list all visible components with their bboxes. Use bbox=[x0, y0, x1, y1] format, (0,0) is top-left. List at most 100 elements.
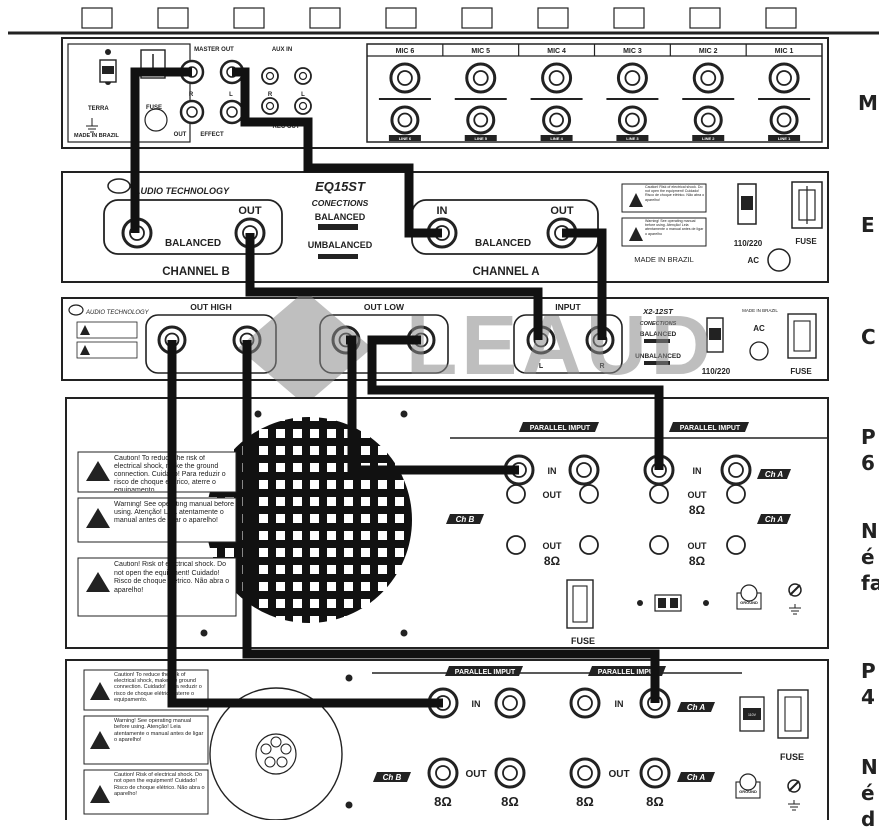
amp1-out-label: OUT bbox=[688, 541, 708, 551]
amp1-ohm-label: 8Ω bbox=[544, 554, 561, 568]
eq-ac-socket[interactable] bbox=[768, 249, 790, 271]
amp2-ohm-label: 8Ω bbox=[576, 794, 594, 809]
amp2-ohm-label: 8Ω bbox=[501, 794, 519, 809]
eq-model-label: EQ15ST bbox=[315, 179, 366, 194]
line-label: LINE 2 bbox=[702, 136, 715, 141]
amp2-ohm-label: 8Ω bbox=[434, 794, 452, 809]
eq-brand-label: AUDIO TECHNOLOGY bbox=[133, 186, 230, 196]
line-label: LINE 6 bbox=[399, 136, 412, 141]
amp1-ohm-label: 8Ω bbox=[689, 554, 706, 568]
eq-chb-out-label: OUT bbox=[238, 205, 262, 217]
master-r-label: R bbox=[189, 92, 194, 98]
amp2-ground-tag: GROUND bbox=[739, 789, 757, 794]
fuse-label: FUSE bbox=[146, 105, 162, 111]
aux-r-label: R bbox=[268, 92, 273, 98]
amp1-in-b-label: IN bbox=[548, 466, 557, 476]
amp2-ground-post[interactable] bbox=[740, 774, 756, 790]
line-label: LINE 1 bbox=[778, 136, 791, 141]
x-ac-socket[interactable] bbox=[750, 342, 768, 360]
amp1-ohm-label: 8Ω bbox=[689, 503, 706, 517]
side-label-p6: P 6 bbox=[861, 424, 876, 476]
mixer-panel: TERRA FUSE MADE IN BRAZIL MASTER OUT AUX… bbox=[62, 38, 828, 148]
line-label: LINE 3 bbox=[626, 136, 639, 141]
amp2-out-a-label: OUT bbox=[608, 769, 629, 780]
side-label-n2: N é d bbox=[861, 754, 878, 832]
line-label: LINE 4 bbox=[550, 136, 563, 141]
amp1-out-label: OUT bbox=[543, 490, 563, 500]
ground-terminal[interactable] bbox=[145, 109, 167, 131]
amp1-ch-a-tag: Ch A bbox=[765, 515, 784, 524]
amp2-ch-a-tag: Ch A bbox=[687, 773, 706, 782]
eq-cha-out-label: OUT bbox=[550, 205, 574, 217]
amp2-warning-2: Warning! See operating manual before usi… bbox=[114, 718, 206, 763]
amp1-ch-a-tag: Ch A bbox=[765, 470, 784, 479]
side-label-p4: P 4 bbox=[861, 658, 876, 710]
effect-label: EFFECT bbox=[200, 132, 224, 138]
effect-out-label: OUT bbox=[174, 132, 187, 138]
mic-label: MIC 2 bbox=[699, 48, 718, 55]
amp2-parallel-imput-b: PARALLEL IMPUT bbox=[455, 669, 516, 676]
x-fuse-label: FUSE bbox=[790, 367, 812, 376]
aux-l-label: L bbox=[301, 92, 305, 98]
eq-chb-balanced: BALANCED bbox=[165, 238, 221, 249]
eq-conections-label: CONECTIONS bbox=[312, 198, 369, 208]
out-high-label: OUT HIGH bbox=[190, 302, 232, 312]
mic-label: MIC 6 bbox=[396, 48, 415, 55]
eq-cha-in-label: IN bbox=[437, 205, 448, 217]
eq-warning-1: Caution! Risk of electrical shock. Do no… bbox=[645, 185, 705, 212]
out-low-label: OUT LOW bbox=[364, 302, 405, 312]
eq-made-in-label: MADE IN BRAZIL bbox=[634, 255, 694, 264]
amp1-out-label: OUT bbox=[688, 490, 708, 500]
x-ac-label: AC bbox=[753, 324, 765, 333]
master-out-label: MASTER OUT bbox=[194, 47, 234, 53]
amp1-ground-post[interactable] bbox=[741, 585, 757, 601]
amp1-ch-b-tag: Ch B bbox=[456, 515, 475, 524]
mic-label: MIC 1 bbox=[775, 48, 794, 55]
amplifier-2-panel: Caution! To reduce the risk of electrica… bbox=[66, 660, 828, 820]
eq-voltage-label: 110/220 bbox=[734, 239, 763, 248]
x-made-in-label: MADE IN BRAZIL bbox=[742, 308, 778, 313]
eq-balanced-label: BALANCED bbox=[315, 212, 366, 222]
amp2-ohm-label: 8Ω bbox=[646, 794, 664, 809]
amp2-fuse-label: FUSE bbox=[780, 752, 804, 762]
x-brand-label: AUDIO TECHNOLOGY bbox=[85, 310, 150, 316]
amp2-ch-b-tag: Ch B bbox=[383, 773, 402, 782]
amp2-in-b-label: IN bbox=[472, 699, 481, 709]
amp1-out-label: OUT bbox=[543, 541, 563, 551]
eq-ac-label: AC bbox=[747, 256, 759, 265]
terra-label: TERRA bbox=[88, 106, 109, 112]
side-label-n1: N é fa bbox=[861, 518, 879, 596]
made-in-label: MADE IN BRAZIL bbox=[74, 133, 120, 139]
amp2-out-b-label: OUT bbox=[465, 769, 486, 780]
amp2-in-a-label: IN bbox=[615, 699, 624, 709]
side-label-m: M bbox=[858, 90, 878, 116]
amp1-parallel-imput-b: PARALLEL IMPUT bbox=[530, 425, 591, 432]
amp1-fuse-label: FUSE bbox=[571, 636, 595, 646]
fan-grille bbox=[206, 417, 412, 623]
master-l-label: L bbox=[229, 92, 233, 98]
amp1-parallel-imput-a: PARALLEL IMPUT bbox=[680, 425, 741, 432]
side-label-c: C bbox=[861, 324, 876, 350]
eq-warning-2: Warning! See operating manual before usi… bbox=[645, 219, 705, 246]
rack-top-tabs bbox=[82, 8, 796, 28]
equalizer-panel: AUDIO TECHNOLOGY EQ15ST CONECTIONS BALAN… bbox=[62, 172, 828, 282]
watermark-text: LEAUD bbox=[406, 298, 715, 392]
mic-label: MIC 4 bbox=[547, 48, 566, 55]
amp2-ch-a-tag: Ch A bbox=[687, 703, 706, 712]
amp2-voltage-badge: 110V bbox=[748, 713, 757, 717]
amp1-ground-tag: GROUND bbox=[740, 600, 758, 605]
amp1-in-a-label: IN bbox=[693, 466, 702, 476]
amplifier-1-panel: Caution! To reduce the risk of electrica… bbox=[66, 398, 828, 648]
eq-cha-balanced: BALANCED bbox=[475, 238, 531, 249]
amp1-fuse-holder bbox=[567, 580, 593, 628]
line-label: LINE 5 bbox=[475, 136, 488, 141]
mic-label: MIC 5 bbox=[471, 48, 490, 55]
mic-label: MIC 3 bbox=[623, 48, 642, 55]
channel-a-label: CHANNEL A bbox=[472, 266, 539, 278]
amp2-warning-3: Caution! Risk of electrical shock. Do no… bbox=[114, 772, 206, 813]
eq-fuse-label: FUSE bbox=[795, 237, 817, 246]
eq-unbalanced-label: UMBALANCED bbox=[308, 240, 373, 250]
amp2-parallel-imput-a: PARALLEL IMPUT bbox=[598, 669, 659, 676]
aux-in-label: AUX IN bbox=[272, 47, 292, 53]
